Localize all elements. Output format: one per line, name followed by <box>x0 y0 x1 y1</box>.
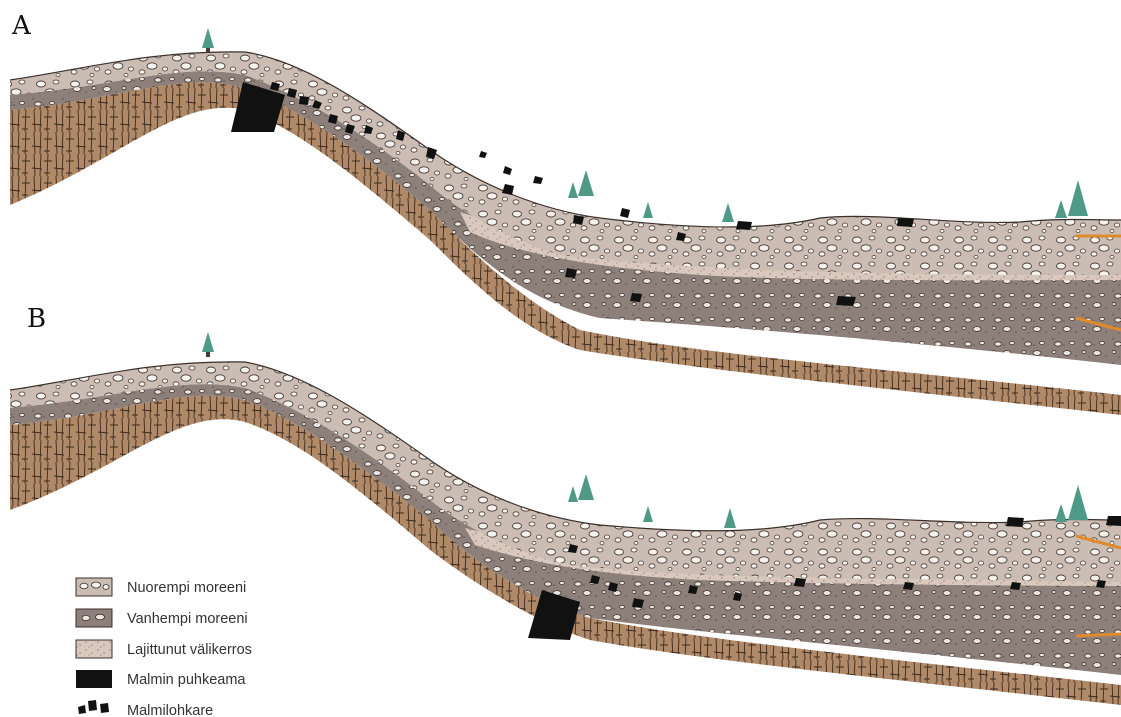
legend-label-sorted-layer: Lajittunut välikerros <box>127 642 252 658</box>
panel-a-label: A <box>11 11 32 41</box>
legend-label-ore-outcrop: Malmin puhkeama <box>127 672 246 688</box>
legend: Nuorempi moreeni Vanhempi moreeni Lajitt… <box>76 578 252 717</box>
legend-label-young-moraine: Nuorempi moreeni <box>127 580 246 596</box>
legend-swatch-sorted-layer <box>76 640 112 658</box>
legend-label-old-moraine: Vanhempi moreeni <box>127 611 248 627</box>
legend-label-ore-boulder: Malmilohkare <box>127 703 213 717</box>
panel-a: A <box>10 11 1121 415</box>
legend-swatch-old-moraine <box>76 609 112 627</box>
legend-swatch-ore-outcrop <box>76 670 112 688</box>
panel-b-label: B <box>27 304 46 334</box>
legend-swatch-ore-boulder <box>78 700 109 714</box>
